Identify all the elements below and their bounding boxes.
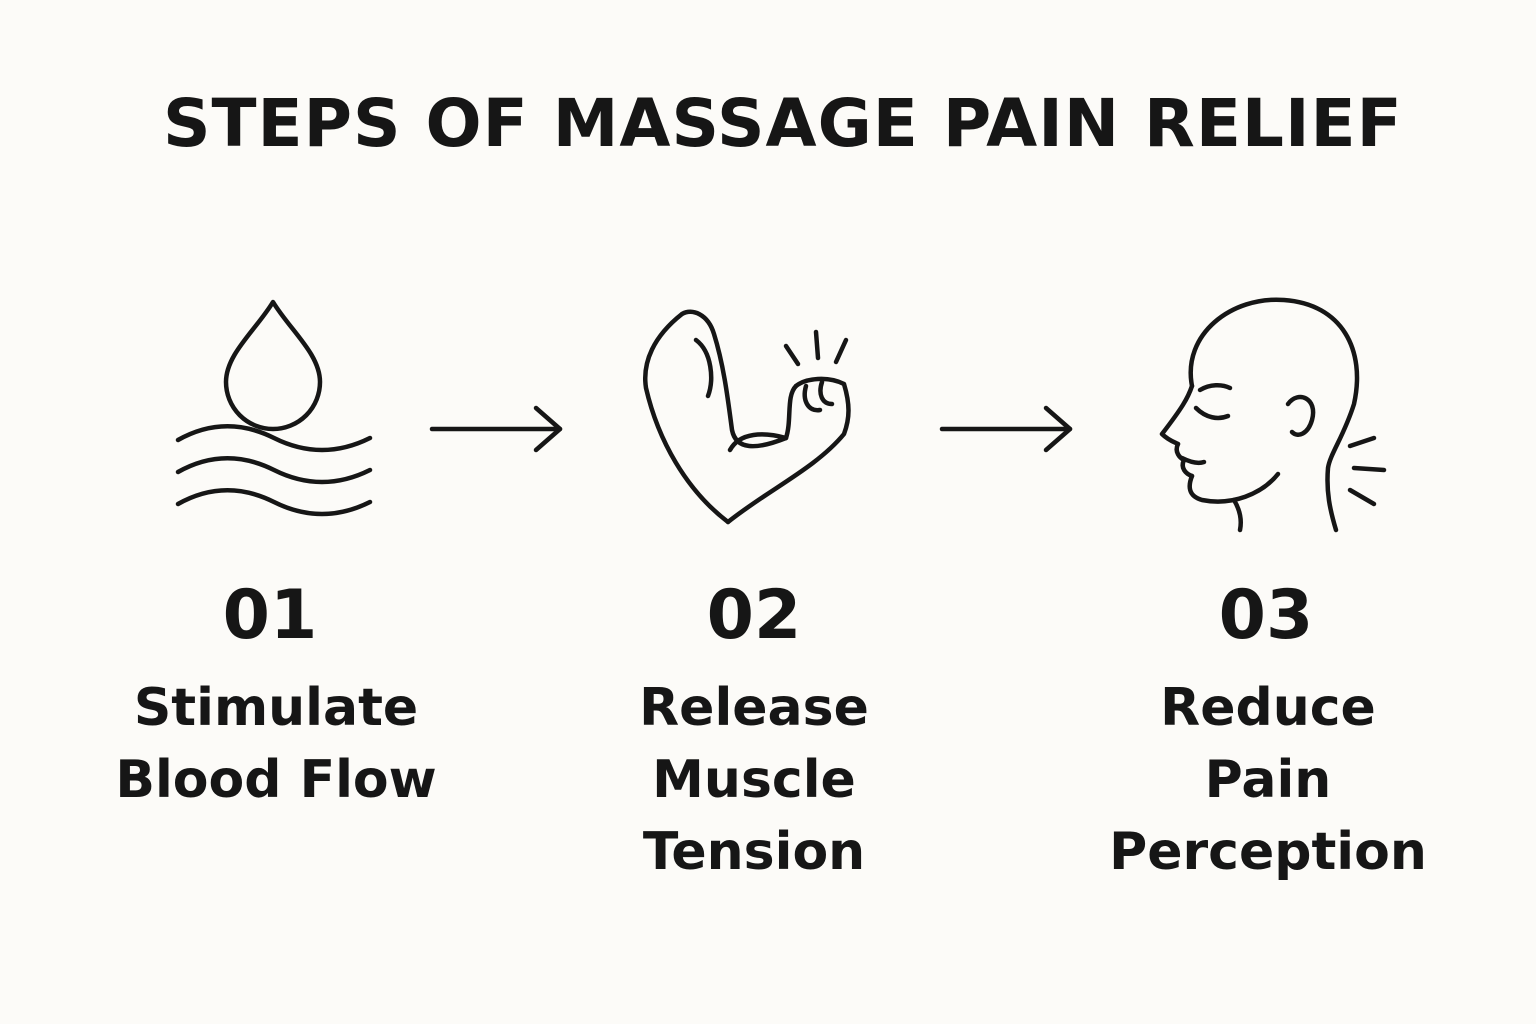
step-label-line: Muscle — [652, 750, 856, 810]
arrow-right-icon — [429, 405, 563, 453]
step-label-line: Stimulate — [133, 678, 419, 738]
step-number-3: 03 — [1218, 576, 1314, 655]
step-label-line: Blood Flow — [115, 750, 437, 810]
flexed-arm-icon — [643, 309, 851, 525]
water-drop-waves-icon — [175, 299, 373, 517]
step-label-line: Tension — [642, 822, 866, 882]
step-label-line: Release — [639, 678, 869, 738]
step-number-2: 02 — [706, 576, 802, 655]
arrow-right-icon — [939, 405, 1073, 453]
step-label-3: Reduce Pain Perception — [1088, 672, 1448, 888]
step-number-1: 01 — [222, 576, 318, 655]
step-label-2: Release Muscle Tension — [574, 672, 934, 888]
step-label-1: Stimulate Blood Flow — [96, 672, 456, 816]
step-label-line: Pain — [1204, 750, 1332, 810]
head-profile-icon — [1159, 297, 1387, 533]
step-label-line: Reduce — [1160, 678, 1376, 738]
step-label-line: Perception — [1109, 822, 1427, 882]
diagram-title: STEPS OF MASSAGE PAIN RELIEF — [163, 85, 1403, 162]
